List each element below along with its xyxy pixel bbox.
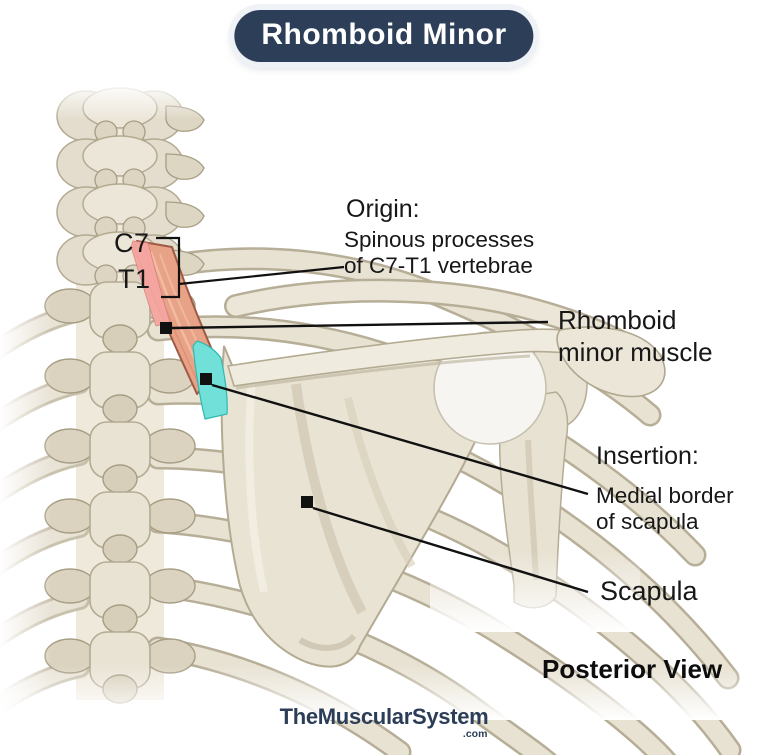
muscle-label-line1: Rhomboid [558,305,677,335]
annotation-markers [160,322,313,508]
annotation-lines [156,236,589,594]
scapula-leader-line [312,506,589,594]
insertion-heading: Insertion: [596,442,699,470]
muscle-marker [160,322,172,334]
origin-leader-line [178,265,345,286]
origin-heading: Origin: [346,195,420,223]
scapula-marker [301,496,313,508]
insertion-leader-line [211,383,589,496]
footer-tld: .com [462,728,488,740]
edge-fades [0,82,768,730]
c7-t1-bracket [156,236,181,299]
scapula-label: Scapula [600,576,698,606]
t1-label: T1 [118,264,151,294]
scapular-spine [226,326,666,398]
origin-line2: of C7-T1 vertebrae [344,253,533,278]
footer: TheMuscularSystem .com [0,704,768,740]
title-badge: Rhomboid Minor [234,10,534,62]
insertion-marker [200,373,212,385]
acromion [556,326,666,398]
insertion-line1: Medial border [596,483,734,508]
muscle-leader-line [171,320,549,330]
muscle-label-line2: minor muscle [558,337,713,367]
view-label: Posterior View [542,654,723,684]
origin-line1: Spinous processes [344,227,535,252]
scapula-bone [220,345,497,668]
c7-label: C7 [114,228,150,258]
footer-brand: TheMuscularSystem [279,704,489,729]
insertion-line2: of scapula [596,509,699,534]
